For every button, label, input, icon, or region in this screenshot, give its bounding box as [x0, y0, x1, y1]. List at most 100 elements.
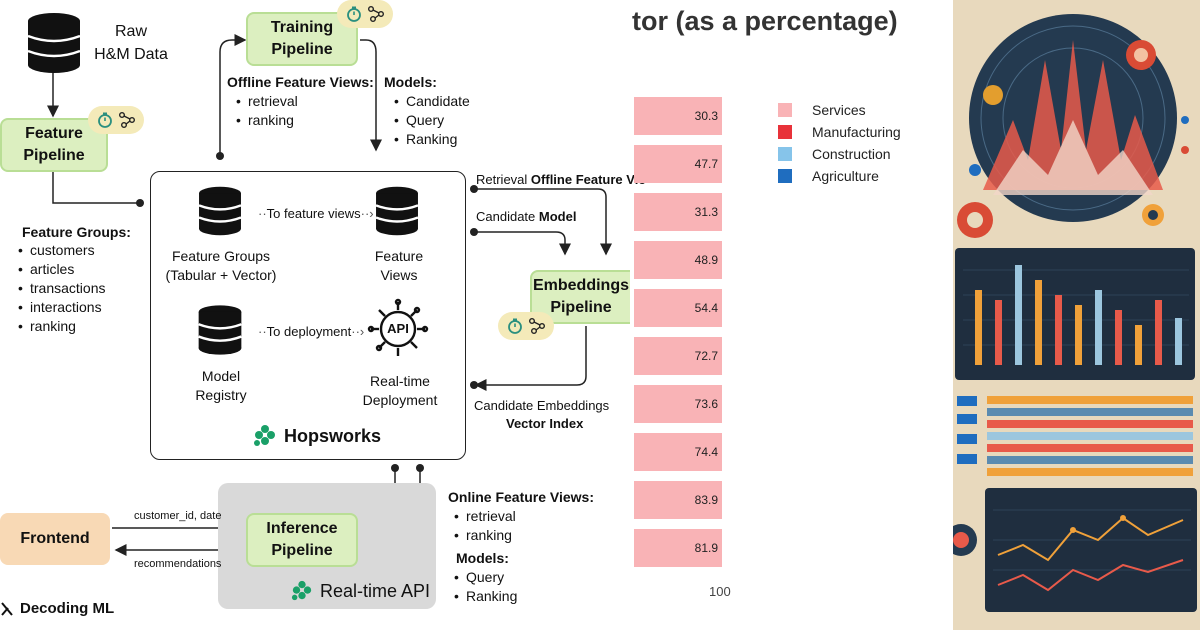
workflow-icon [119, 112, 135, 128]
frontend-box[interactable]: Frontend [0, 513, 110, 565]
legend-label: Services [812, 102, 866, 118]
list-item: retrieval [452, 507, 516, 526]
inference-pipeline-box[interactable]: Inference Pipeline [246, 513, 358, 567]
infographic-poster-image [953, 0, 1200, 630]
candidate-model-label: Candidate Model [476, 209, 577, 224]
dotted-connector: ··› [351, 324, 365, 339]
decoding-ml-logo-icon [1, 601, 13, 616]
workflow-icon [368, 6, 384, 22]
model-registry-database-icon [198, 305, 242, 355]
bar-services [634, 337, 722, 375]
x-axis-tick: 100 [709, 584, 731, 599]
feature-groups-store-label: Feature Groups (Tabular + Vector) [165, 248, 277, 283]
bar-value-label: 83.9 [694, 493, 718, 507]
bar-services [634, 529, 722, 567]
feature-pipeline-badge [88, 106, 144, 134]
recommendations-label: recommendations [134, 558, 222, 570]
legend-swatch [778, 169, 792, 183]
bar-value-label: 74.4 [694, 445, 718, 459]
bar-services [634, 481, 722, 519]
bar-services [634, 241, 722, 279]
training-pipeline-box[interactable]: Training Pipeline [246, 12, 358, 66]
legend-label: Construction [812, 146, 891, 162]
realtime-deployment-label: Real-time Deployment [362, 373, 438, 408]
retrieval-offline-feature-views-label: Retrieval Offline Feature Vie [476, 172, 646, 187]
candidate-embeddings-label: Candidate Embeddings [474, 398, 610, 413]
bar-value-label: 47.7 [694, 157, 718, 171]
infographic-art [953, 14, 1197, 612]
list-item: ranking [16, 317, 105, 336]
bar-services [634, 97, 722, 135]
list-item: Query [392, 111, 470, 130]
to-feature-views-label: ··To feature views··› [258, 206, 374, 221]
to-deployment-label: ··To deployment··› [258, 324, 365, 339]
online-models-title: Models: [456, 550, 509, 566]
workflow-icon [529, 318, 545, 334]
bar-value-label: 81.9 [694, 541, 718, 555]
raw-data-database-icon [27, 13, 81, 73]
dotted-connector: ·· [258, 206, 267, 221]
hopsworks-brand-label: Hopsworks [284, 425, 382, 446]
bar-services [634, 193, 722, 231]
list-item: articles [16, 260, 105, 279]
list-item: interactions [16, 298, 105, 317]
bar-services [634, 433, 722, 471]
realtime-api-brand: Real-time API [290, 580, 430, 602]
list-item: transactions [16, 279, 105, 298]
gear-icon [367, 298, 429, 356]
embeddings-pipeline-badge [498, 312, 554, 340]
embeddings-pipeline-box[interactable]: Embeddings Pipeline [530, 270, 630, 324]
realtime-api-label: Real-time API [320, 580, 431, 601]
api-gear-icon: API [367, 298, 429, 360]
legend-swatch [778, 103, 792, 117]
feature-groups-list: customers articles transactions interact… [16, 241, 105, 336]
bar-services [634, 289, 722, 327]
timer-icon [98, 112, 112, 128]
feature-groups-database-icon [198, 186, 242, 236]
online-models-list: Query Ranking [452, 568, 517, 606]
decoding-ml-brand: Decoding ML [0, 600, 114, 617]
legend-label: Agriculture [812, 168, 879, 184]
online-feature-views-list: retrieval ranking [452, 507, 516, 545]
raw-data-label: Raw H&M Data [94, 23, 168, 63]
online-feature-views-title: Online Feature Views: [448, 489, 595, 505]
offline-feature-views-list: retrieval ranking [234, 92, 298, 130]
hopsworks-logo-icon [254, 425, 275, 446]
models-title: Models: [384, 74, 437, 90]
legend-label: Manufacturing [812, 124, 901, 140]
hopsworks-brand: Hopsworks [252, 424, 381, 448]
customer-id-date-label: customer_id, date [134, 510, 222, 522]
hopsworks-logo-icon [291, 580, 312, 601]
timer-icon [347, 6, 361, 22]
bar-value-label: 31.3 [694, 205, 718, 219]
feature-views-label: Feature Views [374, 248, 424, 283]
list-item: retrieval [234, 92, 298, 111]
bar-chart: 30.3 47.7 31.3 48.9 54.4 72.7 73.6 74.4 83.9 81.9 [634, 97, 722, 567]
architecture-diagram: Raw H&M Data Feature Pipeline Training P… [0, 0, 630, 630]
feature-pipeline-box[interactable]: Feature Pipeline [0, 118, 108, 172]
bar-value-label: 73.6 [694, 397, 718, 411]
bar-services [634, 385, 722, 423]
decoding-ml-label: Decoding ML [20, 600, 115, 617]
list-item: Ranking [452, 587, 517, 606]
training-pipeline-badge [337, 0, 393, 28]
timer-icon [508, 318, 522, 334]
feature-views-database-icon [375, 186, 419, 236]
api-icon-text: API [387, 321, 409, 336]
bar-value-label: 72.7 [694, 349, 718, 363]
chart-title: tor (as a percentage) [632, 6, 898, 36]
feature-groups-title: Feature Groups: [22, 224, 131, 240]
list-item: Ranking [392, 130, 470, 149]
model-registry-label: Model Registry [195, 368, 247, 403]
dotted-connector: ··› [360, 206, 374, 221]
bar-value-label: 48.9 [694, 253, 718, 267]
list-item: ranking [452, 526, 516, 545]
bar-value-label: 54.4 [694, 301, 718, 315]
list-item: ranking [234, 111, 298, 130]
vector-index-label: Vector Index [506, 416, 584, 431]
bar-value-label: 30.3 [694, 109, 718, 123]
list-item: Query [452, 568, 517, 587]
dotted-connector: ·· [258, 324, 267, 339]
models-list: Candidate Query Ranking [392, 92, 470, 149]
list-item: Candidate [392, 92, 470, 111]
